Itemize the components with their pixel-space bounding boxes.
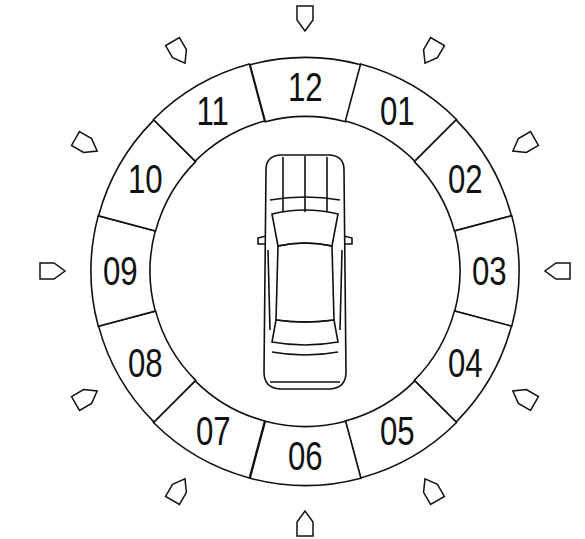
segment-number: 03 bbox=[472, 251, 507, 291]
segment-number: 09 bbox=[103, 251, 138, 291]
direction-arrow bbox=[545, 263, 570, 279]
segment-shape bbox=[250, 57, 361, 121]
segment-shape bbox=[250, 421, 361, 485]
clock-segment: 07 bbox=[190, 407, 235, 455]
segment-number: 12 bbox=[288, 67, 323, 107]
segment-number: 08 bbox=[128, 343, 163, 383]
clock-segment: 03 bbox=[467, 247, 512, 295]
segment-number: 11 bbox=[197, 91, 229, 131]
direction-arrow bbox=[166, 475, 192, 505]
direction-arrow bbox=[418, 38, 444, 68]
clock-segment: 11 bbox=[191, 87, 234, 135]
segment-number: 02 bbox=[447, 159, 482, 199]
direction-arrow bbox=[297, 511, 313, 536]
direction-arrow bbox=[72, 132, 102, 158]
segment-number: 07 bbox=[195, 411, 230, 451]
clock-segment: 06 bbox=[283, 432, 328, 480]
segment-number: 05 bbox=[380, 411, 415, 451]
clock-segment: 02 bbox=[442, 155, 487, 203]
direction-arrows bbox=[40, 6, 570, 536]
direction-arrow bbox=[418, 475, 444, 505]
segment-number: 01 bbox=[380, 91, 415, 131]
segment-number: 10 bbox=[128, 159, 163, 199]
clock-segment: 05 bbox=[375, 407, 420, 455]
clock-segment: 09 bbox=[98, 247, 143, 295]
segment-number: 06 bbox=[288, 436, 323, 476]
clock-segment: 10 bbox=[123, 155, 168, 203]
clock-segment: 01 bbox=[375, 87, 420, 135]
clock-segment: 04 bbox=[442, 339, 487, 387]
car-top-view bbox=[258, 155, 352, 389]
segment-number: 04 bbox=[447, 343, 482, 383]
direction-arrow bbox=[297, 6, 313, 31]
clock-segment: 08 bbox=[123, 339, 168, 387]
direction-arrow bbox=[166, 38, 192, 68]
direction-arrow bbox=[72, 384, 102, 410]
segment-shape bbox=[345, 381, 456, 478]
segment-shape bbox=[455, 216, 519, 327]
direction-arrow bbox=[40, 263, 65, 279]
direction-arrow bbox=[509, 132, 539, 158]
segment-shape bbox=[91, 216, 155, 327]
segment-shape bbox=[154, 64, 265, 161]
segment-shape bbox=[98, 311, 195, 422]
clock-segment: 12 bbox=[283, 63, 328, 111]
segment-shape bbox=[415, 120, 512, 231]
direction-arrow bbox=[509, 384, 539, 410]
